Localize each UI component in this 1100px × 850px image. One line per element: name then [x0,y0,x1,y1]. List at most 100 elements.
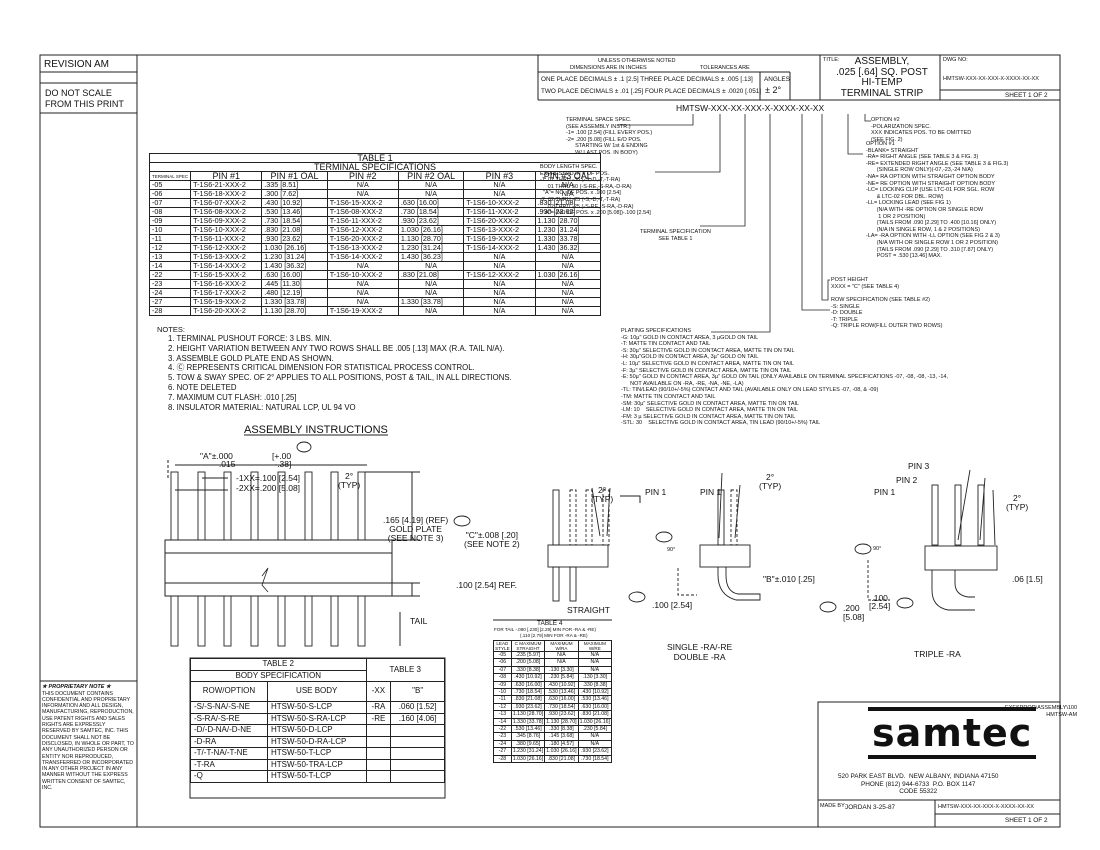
terminal-specification-note: TERMINAL SPECIFICATION SEE TABLE 1 [640,229,711,242]
dim-c: "C"±.008 [.20] (SEE NOTE 2) [464,530,520,549]
table-cell: .145 [3.68] [544,732,579,741]
note-item: 1. TERMINAL PUSHOUT FORCE: 3 LBS. MIN. [168,334,332,343]
table-cell: .730 [18.54] [544,702,579,712]
notes-label: NOTES: [157,325,185,334]
samtec-logo: samtec [868,707,1037,759]
title-label: TITLE: [823,57,840,63]
table-cell: .530 [13.46] [544,688,579,697]
table-cell: .930 [23.62] [544,710,579,719]
table-cell: -06 [493,658,512,667]
table-cell: 1.030 [26.16] [577,717,613,727]
table-row: -07.330 [8.38].130 [3.30]N/A [493,665,613,675]
table-cell: -28 [148,306,192,316]
table-cell: .730 [18.54] [510,688,546,697]
proprietary-title: ★ PROPRIETARY NOTE ★ [42,684,111,690]
table-2-use-body-header: USE BODY [266,681,367,702]
table-cell: .160 [4.06] [390,712,445,725]
table-cell [365,758,392,771]
table-row: -11.830 [21.08].630 [16.00].530 [13.46] [493,695,613,704]
proprietary-body: THIS DOCUMENT CONTAINS CONFIDENTIAL AND … [42,690,134,792]
table-cell: .430 [10.92] [577,688,613,697]
table-cell: .630 [16.00] [577,702,613,712]
tolerance-line-2: TWO PLACE DECIMALS ± .01 [.25] FOUR PLAC… [541,88,762,95]
table-cell: .130 [3.30] [577,673,613,682]
table-cell: .830 [21.08] [577,710,613,719]
plating-specifications: PLATING SPECIFICATIONS -G: 10µ" GOLD IN … [621,328,948,427]
unless-noted: UNLESS OTHERWISE NOTED [598,58,676,64]
table-cell: .830 [21.08] [544,754,579,764]
table-cell: HTSW-50-D-LCP [266,724,367,737]
angles-value: ± 2° [765,85,782,95]
table-cell: -28 [493,754,512,764]
table-cell: -12 [493,702,512,712]
table-cell [390,747,445,760]
dim-a-mm: [+.00 -.38] [272,451,292,469]
table-cell: -Q [190,770,268,783]
fig-triple-pin2: PIN 2 [896,475,918,485]
table-cell [390,724,445,737]
table-2-body-spec-header: BODY SPECIFICATION [190,669,367,682]
table-cell: N/A [544,658,579,667]
table-3-xx-header: -XX [365,681,392,702]
angles-label: ANGLES [764,76,790,83]
note-item: 3. ASSEMBLE GOLD PLATE END AS SHOWN. [168,353,334,363]
table-2-title: TABLE 2 [190,658,367,671]
table-cell: -27 [493,747,512,756]
fig-ra-2deg: 2° (TYP) [759,472,782,491]
table-cell: -09 [493,680,512,690]
table-cell: .630 [16.00] [544,695,579,704]
fig-straight-pin1: PIN 1 [645,487,667,497]
revision-label: REVISION AM [44,59,110,70]
table-cell [390,770,445,783]
table-row: -12.930 [23.62].730 [18.54].630 [16.00] [493,702,613,712]
note-item: 4. Ⓒ REPRESENTS CRITICAL DIMENSION FOR S… [168,363,475,373]
table-cell: .730 [18.54] [577,754,613,764]
table-cell: -RA [365,701,392,714]
fig-triple-dim-06: .06 [1.5] [1012,574,1043,584]
table-row: -22.530 [13.46].330 [8.38].230 [5.84] [493,725,613,734]
table-cell: -RE [365,712,392,725]
table-cell: .530 [13.46] [510,725,546,734]
table-cell: HTSW-50-S-LCP [266,701,367,714]
dwg-no: HMTSW-XXX-XX-XXX-X-XXXX-XX-XX [943,76,1039,82]
sheet-number-top: SHEET 1 OF 2 [1005,92,1048,99]
note-item: 8. INSULATOR MATERIAL: NATURAL LCP, UL 9… [168,402,356,412]
table-cell: N/A [463,306,536,316]
table-cell: HTSW-50-T-LCP [266,770,367,783]
table-cell: .430 [10.92] [544,680,579,690]
table-cell: 1.230 [31.24] [510,747,546,756]
table-cell: N/A [577,665,613,675]
fig-straight-label: STRAIGHT [567,605,610,615]
do-not-scale-note: DO NOT SCALE FROM THIS PRINT [45,88,124,109]
dwg-no-label: DWG NO: [943,57,968,63]
table-cell: 1.330 [33.78] [510,717,546,727]
table-cell: T-1S6-19-XXX-2 [326,306,399,316]
part-number: HMTSW-XXX-XX-XXX-X-XXXX-XX-XX [676,103,825,113]
table-cell [365,724,392,737]
fig-ra-90deg: 90° [667,547,676,553]
dim-a: "A"±.000 .015 [200,451,236,469]
table-cell: -T-RA [190,758,268,771]
table-cell: N/A [397,306,465,316]
table-cell: -S/-S-NA/-S-NE [190,701,268,714]
fig-single-ra-label: SINGLE -RA/-RE DOUBLE -RA [667,642,733,662]
table-4-note-2: (.110 [2.79] MIN FOR -RA & -RE) [520,633,588,638]
tail-label: TAIL [410,616,428,626]
table-cell: HTSW-50-S-RA-LCP [266,712,367,725]
table-cell: -05 [493,650,512,660]
proprietary-note: ★ PROPRIETARY NOTE ★ THIS DOCUMENT CONTA… [42,684,135,791]
table-cell: .530 [13.46] [577,695,613,704]
table-cell: HTSW-50-TRA-LCP [266,758,367,771]
table-cell: .330 [8.38] [510,665,546,675]
